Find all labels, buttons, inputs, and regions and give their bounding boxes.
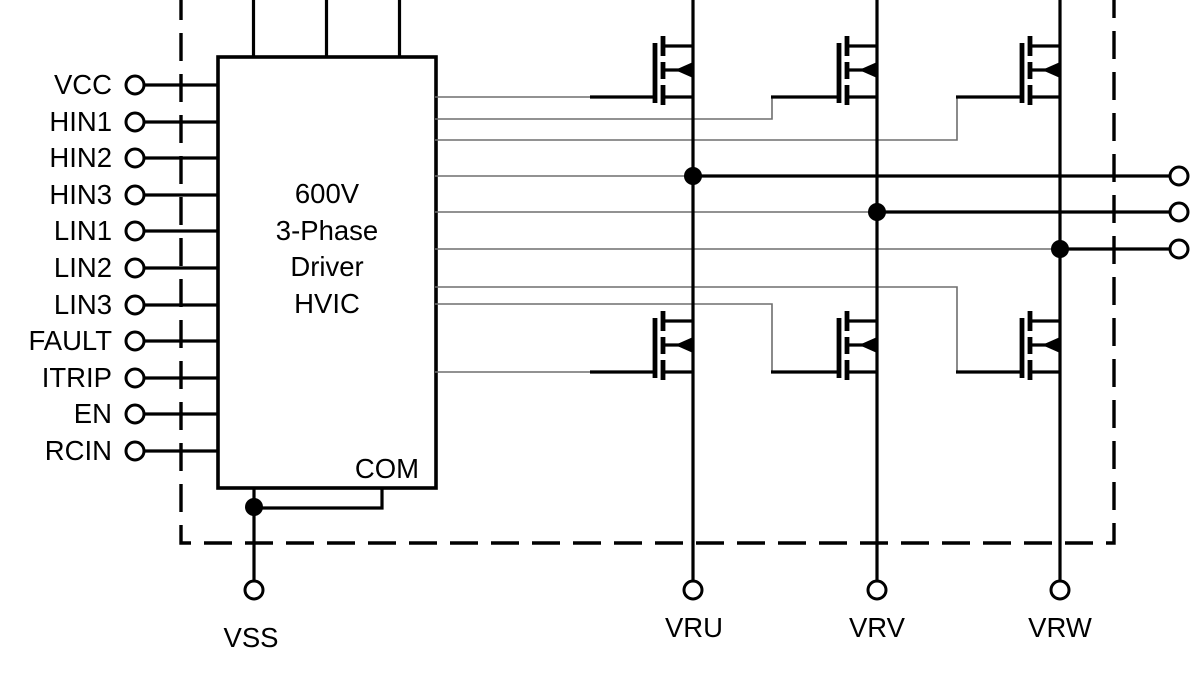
mosfet-high-side-u	[655, 36, 693, 105]
hvic-title-line1: 600V	[295, 178, 360, 209]
vss-terminal	[243, 579, 265, 601]
phase-sense-wires	[435, 175, 1060, 250]
hvic-title-line3: Driver	[290, 251, 363, 282]
mosfet-low-side-u	[655, 311, 693, 380]
input-pin-lin3: LIN3	[54, 289, 219, 320]
input-pin-fault: FAULT	[28, 325, 219, 356]
pin-terminal-hin1	[124, 111, 146, 133]
pin-terminal-vcc	[124, 74, 146, 96]
vrw-label: VRW	[1028, 612, 1092, 643]
pin-terminal-hin2	[124, 147, 146, 169]
mosfet-low-side-w	[1022, 311, 1060, 380]
hvic-title-line4: HVIC	[294, 288, 360, 319]
gate-routing-wires	[435, 95, 1023, 374]
input-pin-lin1: LIN1	[54, 215, 219, 246]
vru-label: VRU	[665, 612, 723, 643]
mosfet-high-side-v	[839, 36, 877, 105]
vrv-label: VRV	[849, 612, 906, 643]
input-pin-vcc: VCC	[54, 69, 219, 100]
phase-output-lines	[684, 165, 1190, 260]
pin-terminal-lin1	[124, 220, 146, 242]
hvic-block	[216, 55, 438, 490]
junction-dot-v	[868, 203, 886, 221]
mosfet-low-side-v	[839, 311, 877, 380]
pin-label-rcin: RCIN	[45, 435, 112, 466]
pin-label-en: EN	[74, 398, 112, 429]
input-pin-hin2: HIN2	[49, 142, 219, 173]
pin-label-hin2: HIN2	[49, 142, 112, 173]
input-pin-hin3: HIN3	[49, 179, 219, 210]
vrw-terminal	[1049, 579, 1071, 601]
pin-terminal-hin3	[124, 184, 146, 206]
pin-label-lin1: LIN1	[54, 215, 112, 246]
input-pin-rcin: RCIN	[45, 435, 219, 466]
output-terminal-u	[1168, 165, 1190, 187]
output-terminal-v	[1168, 201, 1190, 223]
junction-dot-u	[684, 167, 702, 185]
pin-label-fault: FAULT	[28, 325, 112, 356]
pin-label-hin1: HIN1	[49, 106, 112, 137]
phase-return-terminals	[682, 579, 1071, 601]
pin-terminal-lin2	[124, 257, 146, 279]
mosfet-high-side-w	[1022, 36, 1060, 105]
com-pin-label: COM	[355, 453, 419, 484]
vru-terminal	[682, 579, 704, 601]
output-terminal-w	[1168, 238, 1190, 260]
pin-terminal-lin3	[124, 294, 146, 316]
pin-label-lin3: LIN3	[54, 289, 112, 320]
input-pin-itrip: ITRIP	[42, 362, 219, 393]
pin-label-itrip: ITRIP	[42, 362, 112, 393]
pin-terminal-fault	[124, 330, 146, 352]
pin-terminal-en	[124, 403, 146, 425]
input-pin-en: EN	[74, 398, 219, 429]
input-pin-hin1: HIN1	[49, 106, 219, 137]
vss-label: VSS	[223, 622, 278, 653]
junction-dot-com	[245, 498, 263, 516]
junction-dot-w	[1051, 240, 1069, 258]
pin-label-lin2: LIN2	[54, 252, 112, 283]
input-pin-lin2: LIN2	[54, 252, 219, 283]
hvic-title-line2: 3-Phase	[276, 215, 378, 246]
pin-label-vcc: VCC	[54, 69, 112, 100]
pin-terminal-rcin	[124, 440, 146, 462]
pin-label-hin3: HIN3	[49, 179, 112, 210]
vrv-terminal	[866, 579, 888, 601]
com-vss-connection	[243, 488, 384, 601]
pin-terminal-itrip	[124, 367, 146, 389]
